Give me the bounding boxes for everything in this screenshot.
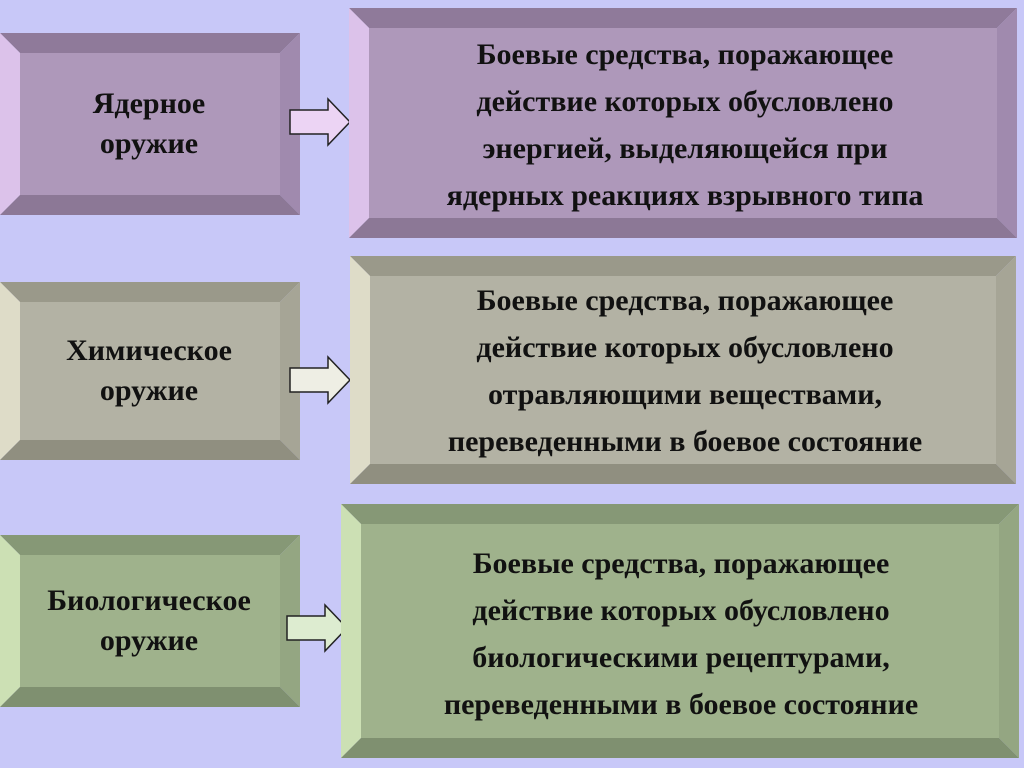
box-face	[369, 28, 997, 218]
box-face	[361, 524, 999, 738]
bevel-bottom	[349, 218, 1017, 238]
bevel-left	[349, 8, 369, 238]
box-bevel	[349, 8, 1017, 238]
arrow-shape	[286, 603, 349, 653]
bevel-left	[350, 256, 370, 484]
definition-box-nuclear: Боевые средства, поражающее действие кот…	[349, 8, 1017, 238]
bevel-left	[0, 33, 20, 215]
definition-text-biological: Боевые средства, поражающее действие кот…	[443, 547, 919, 721]
box-face	[370, 276, 996, 464]
bevel-top	[350, 256, 1016, 276]
bevel-left	[341, 504, 361, 758]
box-face	[20, 555, 280, 687]
bevel-top	[0, 535, 300, 555]
box-bevel	[0, 33, 300, 215]
bevel-top	[0, 282, 300, 302]
bevel-bottom	[350, 464, 1016, 484]
bevel-bottom	[0, 440, 300, 460]
bevel-bottom	[341, 738, 1019, 758]
bevel-right	[997, 8, 1017, 238]
bevel-left	[0, 535, 20, 707]
arrow-right-icon	[289, 97, 352, 147]
definition-text-chemical: Боевые средства, поражающее действие кот…	[447, 284, 923, 458]
box-face	[20, 53, 280, 195]
arrow-shape	[289, 97, 352, 147]
term-box-biological: Биологическое оружие	[0, 535, 300, 707]
box-bevel	[0, 535, 300, 707]
bevel-right	[999, 504, 1019, 758]
term-box-nuclear: Ядерное оружие	[0, 33, 300, 215]
bevel-top	[341, 504, 1019, 524]
definition-box-biological: Боевые средства, поражающее действие кот…	[341, 504, 1019, 758]
definition-box-chemical: Боевые средства, поражающее действие кот…	[350, 256, 1016, 484]
term-label-chemical: Химическое оружие	[66, 334, 232, 407]
box-bevel	[341, 504, 1019, 758]
bevel-top	[349, 8, 1017, 28]
bevel-right	[996, 256, 1016, 484]
bevel-bottom	[0, 195, 300, 215]
bevel-top	[0, 33, 300, 53]
box-bevel	[350, 256, 1016, 484]
bevel-bottom	[0, 687, 300, 707]
box-face	[20, 302, 280, 440]
term-label-biological: Биологическое оружие	[47, 584, 251, 657]
arrow-right-icon	[286, 603, 349, 653]
term-box-chemical: Химическое оружие	[0, 282, 300, 460]
arrow-right-icon	[289, 355, 352, 405]
term-label-nuclear: Ядерное оружие	[92, 87, 206, 160]
bevel-left	[0, 282, 20, 460]
arrow-shape	[289, 355, 352, 405]
definition-text-nuclear: Боевые средства, поражающее действие кот…	[446, 38, 924, 212]
